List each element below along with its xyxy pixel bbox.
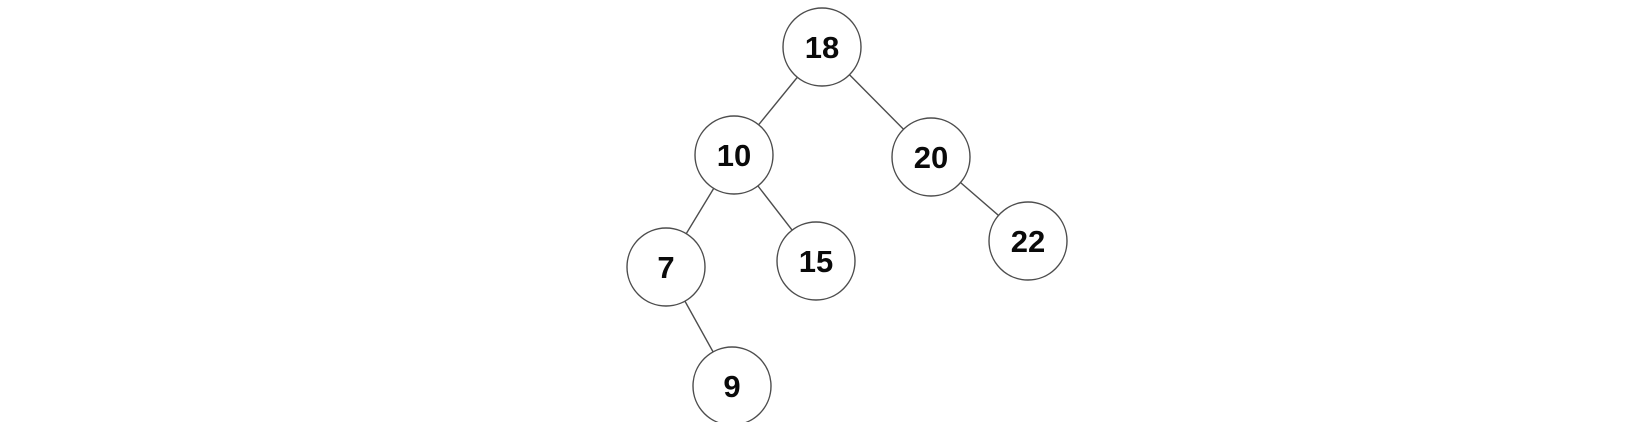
node-circle	[776, 221, 856, 301]
node-label: 7	[657, 250, 674, 285]
node-label: 22	[1011, 224, 1045, 259]
node-circle	[692, 346, 772, 422]
node-circle	[782, 7, 862, 87]
node-label: 20	[914, 140, 948, 175]
node-circle	[626, 227, 706, 307]
node-label: 18	[805, 30, 839, 65]
tree-node-15: 15	[776, 221, 856, 301]
node-circle	[988, 201, 1068, 281]
node-circle	[891, 117, 971, 197]
tree-node-22: 22	[988, 201, 1068, 281]
node-label: 15	[799, 244, 833, 279]
node-circle	[694, 115, 774, 195]
tree-node-9: 9	[692, 346, 772, 422]
tree-node-18: 18	[782, 7, 862, 87]
tree-node-7: 7	[626, 227, 706, 307]
tree-node-10: 10	[694, 115, 774, 195]
tree-node-20: 20	[891, 117, 971, 197]
node-label: 10	[717, 138, 751, 173]
node-label: 9	[723, 369, 740, 404]
